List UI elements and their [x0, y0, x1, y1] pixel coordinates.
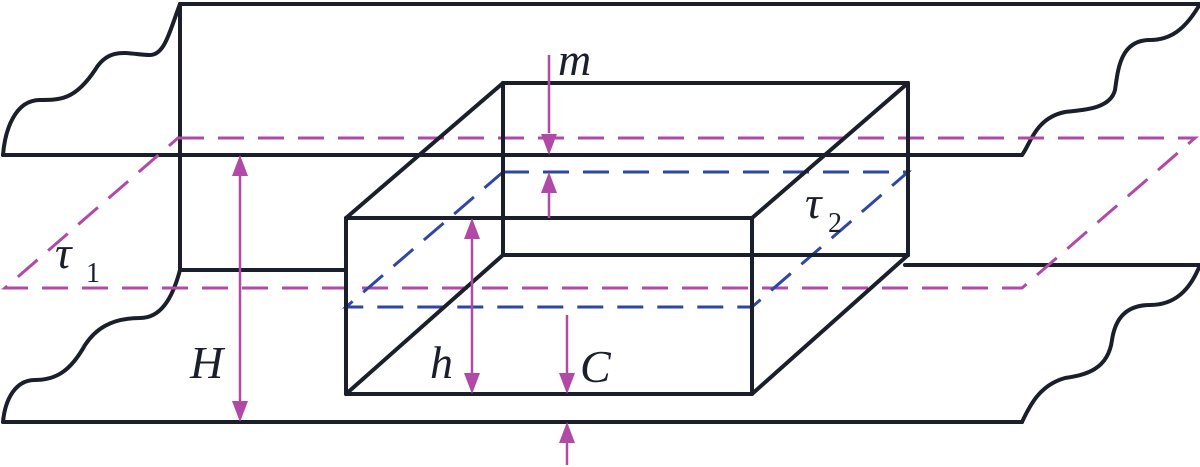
plane-tau1	[0, 136, 1200, 290]
label-m: m	[558, 34, 591, 85]
label-tau2-subscript: 2	[828, 208, 842, 239]
lower-slab-right-wavy-edge	[1020, 263, 1200, 424]
dimension-h	[464, 218, 480, 394]
dimension-h-arrow-down	[464, 373, 480, 394]
lower-slab-left-wavy-edge	[1, 268, 182, 424]
label-tau1: τ	[55, 227, 73, 278]
dimension-m	[541, 55, 557, 218]
cuboid-bottom-left-diagonal	[344, 253, 505, 396]
dimension-H	[232, 155, 248, 422]
cuboid-top-right-diagonal	[750, 81, 910, 220]
upper-slab-right-wavy-edge	[1020, 2, 1200, 157]
dimension-H-arrow-up	[232, 155, 248, 176]
dimension-m-arrow-up	[541, 172, 557, 193]
dimension-h-arrow-up	[464, 218, 480, 239]
cuboid-bottom-right-diagonal	[750, 253, 910, 396]
label-h: h	[430, 337, 453, 388]
label-tau2: τ	[805, 177, 823, 228]
label-C: C	[580, 341, 612, 392]
cuboid-top-left-diagonal	[344, 81, 505, 220]
dimension-m-arrow-down	[541, 134, 557, 155]
dimension-C-arrow-up	[559, 422, 575, 443]
upper-slab-left-wavy-edge	[1, 2, 182, 157]
label-tau1-subscript: 1	[86, 258, 100, 289]
dimension-C	[559, 315, 575, 465]
lower-slab	[1, 263, 1200, 424]
plane-tau1-outline	[0, 136, 1200, 290]
label-H: H	[189, 337, 226, 388]
dimension-H-arrow-down	[232, 401, 248, 422]
dimension-C-arrow-down	[559, 373, 575, 394]
cuboid	[344, 81, 910, 396]
